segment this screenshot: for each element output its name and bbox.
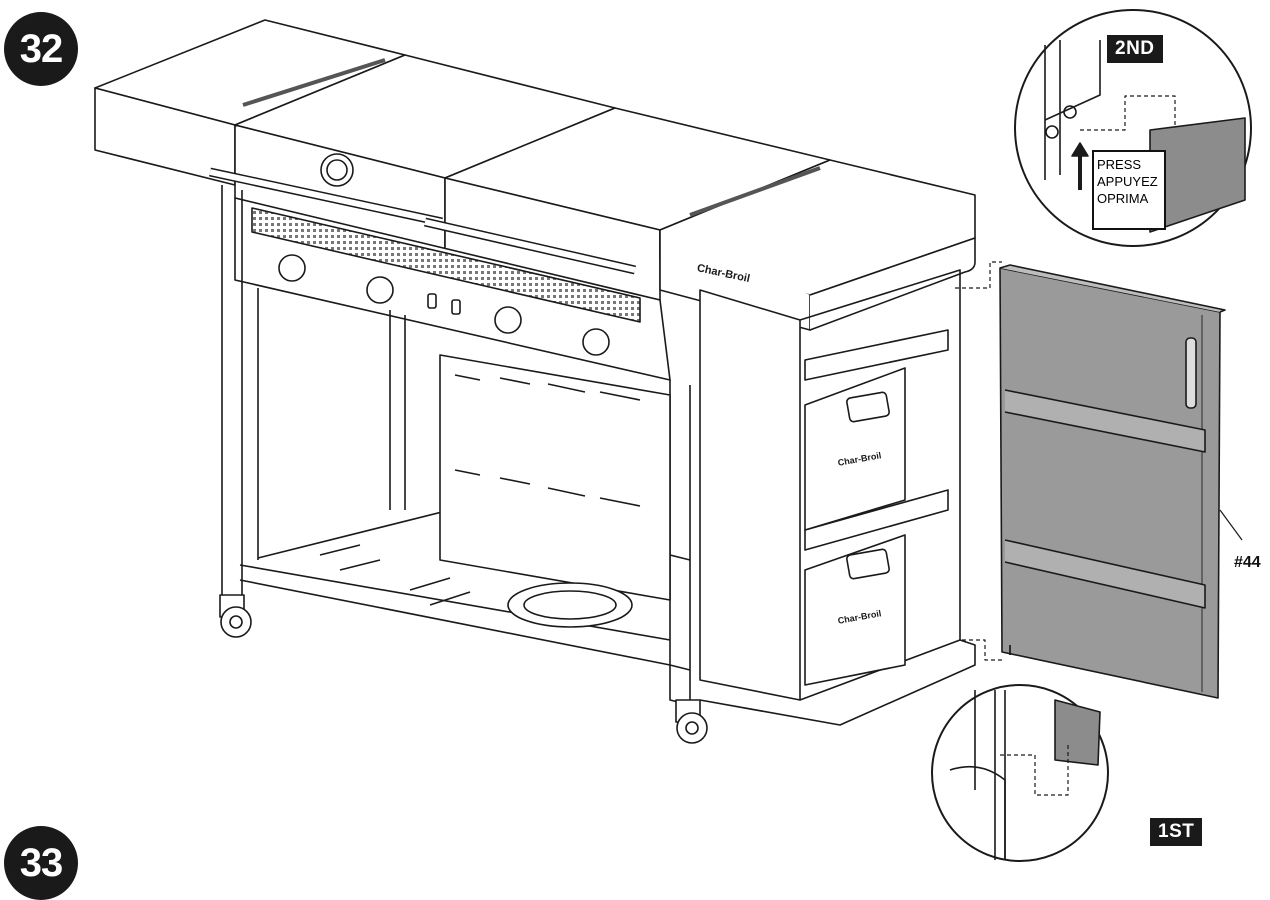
step-number: 32 <box>19 26 63 71</box>
control-panel <box>234 197 671 381</box>
right-cabinet: Char-Broil Char-Broil <box>699 269 976 726</box>
detail-circle-top <box>1014 9 1252 247</box>
cart-frame <box>221 185 691 706</box>
grill-drawing: Char-Broil <box>94 9 1252 862</box>
next-step-number: 33 <box>19 840 63 885</box>
press-label-fr: APPUYEZ <box>1097 174 1158 189</box>
right-side-shelf: Char-Broil <box>659 159 976 331</box>
order-tag-first: 1ST <box>1150 818 1203 846</box>
left-lid <box>234 54 616 253</box>
detail-circle-bottom <box>931 684 1109 862</box>
assembly-diagram: Char-Broil <box>4 9 1261 900</box>
left-side-shelf <box>94 19 406 186</box>
press-instruction-box: PRESS APPUYEZ OPRIMA <box>1092 150 1166 230</box>
step-number-badge: 32 <box>4 12 78 86</box>
press-label-en: PRESS <box>1097 157 1142 172</box>
part-number-label: #44 <box>1234 554 1261 571</box>
caster-left <box>219 594 252 638</box>
next-step-number-badge: 33 <box>4 826 78 900</box>
caster-right <box>675 699 708 744</box>
order-tag-second: 2ND <box>1107 35 1163 63</box>
press-label-es: OPRIMA <box>1097 191 1149 206</box>
door-part-44 <box>999 264 1226 699</box>
